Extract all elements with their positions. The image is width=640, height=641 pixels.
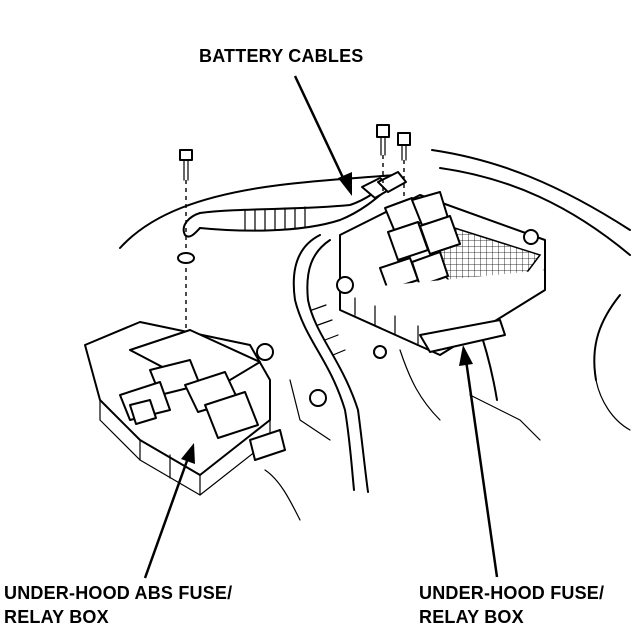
arrow-abs-box [143, 443, 195, 579]
arrow-battery-cables [293, 75, 352, 196]
abs-box-label-line1: UNDER-HOOD ABS FUSE/ [4, 583, 233, 603]
fuse-box-label-line1: UNDER-HOOD FUSE/ [419, 583, 605, 603]
fuse-relay-box-label: UNDER-HOOD FUSE/ RELAY BOX [419, 581, 604, 629]
battery-cables-label: BATTERY CABLES [199, 46, 364, 66]
abs-fuse-relay-box-label: UNDER-HOOD ABS FUSE/ RELAY BOX [4, 581, 232, 629]
abs-fuse-relay-box-drawing [84, 321, 387, 521]
battery-cables-drawing [182, 171, 407, 493]
arrow-fuse-box [459, 345, 499, 578]
fuse-box-bolts [376, 124, 411, 205]
ground-bolt-left [177, 149, 195, 345]
abs-box-label-line2: RELAY BOX [4, 607, 109, 627]
fuse-box-label-line2: RELAY BOX [419, 607, 524, 627]
fuse-relay-box-drawing [336, 191, 546, 356]
